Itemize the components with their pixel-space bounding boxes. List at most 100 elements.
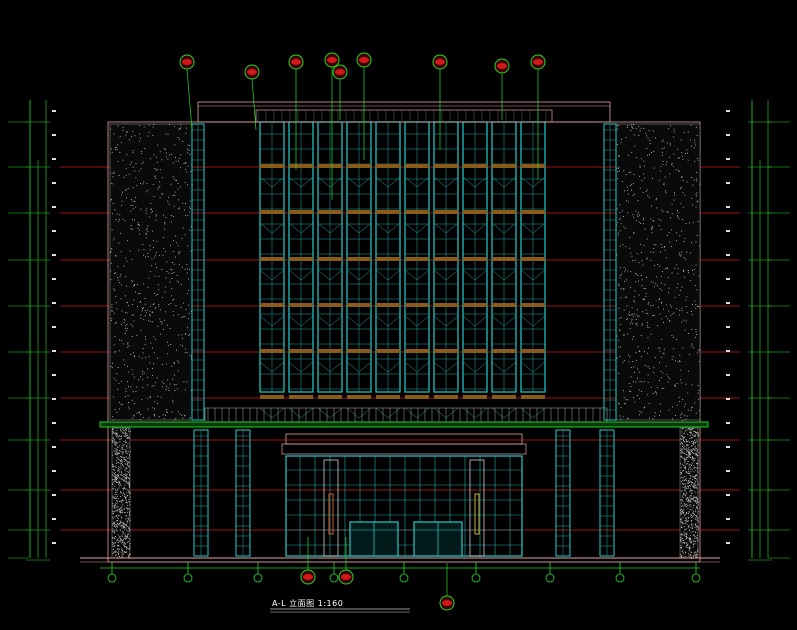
right-stone-panel-speck — [691, 406, 693, 408]
left-stone-pier-speck — [115, 498, 117, 499]
right-stone-pier-speck — [687, 472, 689, 474]
right-stone-panel-speck — [681, 286, 683, 288]
left-stone-panel-speck — [175, 384, 177, 385]
left-stone-panel-speck — [189, 211, 190, 213]
left-stone-pier-speck — [121, 548, 123, 550]
right-stone-panel-speck — [643, 244, 645, 246]
right-stone-panel-speck — [630, 386, 632, 387]
left-stone-pier-speck — [128, 481, 130, 483]
right-stone-pier-speck — [682, 444, 684, 446]
left-stone-panel-speck — [118, 350, 120, 352]
spandrel-band — [289, 395, 313, 399]
left-stone-panel-speck — [140, 208, 142, 210]
left-stone-panel-speck — [166, 411, 167, 413]
right-stone-panel-speck — [619, 356, 621, 357]
right-stone-panel-speck — [668, 287, 670, 289]
left-stone-panel-speck — [113, 377, 115, 379]
right-stone-panel-speck — [627, 212, 629, 214]
left-stone-panel-speck — [117, 277, 119, 279]
left-stone-panel-speck — [180, 127, 182, 129]
brace-mark — [503, 315, 517, 327]
right-stone-panel-speck — [680, 414, 682, 416]
left-stone-panel-speck — [184, 316, 186, 317]
left-stone-panel-speck — [179, 413, 181, 415]
brace-mark — [317, 269, 331, 281]
spandrel-band — [347, 257, 371, 261]
callout-balloon-fill — [335, 69, 345, 75]
left-stone-panel-speck — [145, 357, 147, 359]
left-stone-panel-speck — [152, 184, 154, 185]
right-stone-pier-speck — [689, 555, 691, 557]
spandrel-band — [318, 303, 342, 307]
right-stone-panel-speck — [686, 149, 688, 151]
right-stone-pier-speck — [683, 465, 684, 467]
right-stone-panel-speck — [638, 389, 640, 391]
right-stone-pier-speck — [696, 519, 698, 521]
right-stone-pier-speck — [690, 498, 692, 500]
right-stone-pier-speck — [684, 486, 686, 488]
left-stone-pier-speck — [114, 475, 116, 477]
right-stone-panel-speck — [697, 350, 699, 352]
right-stone-panel-speck — [679, 401, 681, 403]
left-stone-pier-speck — [122, 500, 124, 501]
right-stone-panel-speck — [686, 251, 688, 253]
spandrel-band — [318, 257, 342, 261]
left-stone-pier-speck — [117, 539, 119, 541]
right-stone-panel-speck — [695, 193, 697, 195]
left-stone-pier-speck — [121, 500, 123, 502]
left-stone-panel-speck — [149, 245, 151, 246]
brace-mark — [445, 222, 459, 234]
left-stone-panel-speck — [116, 213, 118, 215]
right-stone-pier-speck — [690, 449, 692, 451]
left-stone-pier-speck — [127, 437, 129, 439]
left-stone-panel-speck — [134, 356, 135, 357]
right-stone-pier-speck — [682, 437, 684, 439]
left-stone-pier-speck — [115, 433, 117, 435]
brace-mark — [387, 222, 401, 234]
right-stone-pier-speck — [697, 502, 699, 504]
right-stone-panel-speck — [620, 142, 622, 144]
left-stone-panel-speck — [153, 352, 155, 354]
left-stone-panel-speck — [178, 263, 180, 265]
right-stone-panel-speck — [657, 387, 659, 389]
left-stone-panel-speck — [134, 170, 136, 172]
brace-mark — [474, 269, 488, 281]
left-stone-pier-speck — [122, 452, 124, 454]
left-stone-panel-speck — [178, 253, 180, 255]
right-stone-pier-speck — [692, 462, 693, 464]
right-stone-pier-speck — [693, 498, 695, 500]
right-stone-panel-speck — [652, 227, 653, 229]
left-stone-panel-speck — [154, 293, 155, 294]
left-stone-pier-speck — [112, 512, 114, 514]
left-stone-panel-speck — [147, 376, 149, 378]
left-stone-panel-speck — [118, 242, 120, 244]
right-stone-pier-speck — [684, 448, 686, 450]
right-stone-panel-speck — [679, 290, 681, 291]
right-stone-panel-speck — [681, 152, 683, 154]
right-stone-pier-speck — [681, 555, 683, 556]
right-stone-panel-speck — [638, 315, 640, 317]
spandrel-band — [405, 349, 429, 353]
left-stone-panel-speck — [138, 293, 140, 294]
grid-bubble-A — [107, 573, 117, 583]
left-stone-pier-speck — [119, 548, 120, 550]
left-stone-pier-speck — [113, 438, 115, 440]
left-stone-panel-speck — [142, 373, 143, 375]
right-stone-pier-speck — [686, 503, 687, 505]
right-stone-panel-speck — [684, 194, 686, 196]
left-stone-panel-speck — [184, 234, 186, 236]
right-stone-pier-speck — [688, 464, 690, 466]
right-stone-panel-speck — [695, 206, 697, 208]
drawing-title: A-L 立面图 1:160 — [272, 599, 344, 608]
right-stone-pier-speck — [685, 542, 687, 544]
dimension-text-mark — [726, 230, 730, 232]
left-stone-pier-speck — [127, 526, 129, 527]
right-stone-panel-speck — [630, 271, 632, 273]
left-stone-panel-speck — [142, 308, 144, 310]
right-stone-pier-speck — [684, 529, 686, 531]
right-stone-pier-speck — [689, 475, 691, 477]
left-stone-pier-speck — [121, 460, 122, 462]
left-stone-pier-speck — [129, 514, 131, 516]
left-stone-panel-speck — [177, 188, 179, 190]
right-stone-pier-speck — [695, 487, 697, 489]
